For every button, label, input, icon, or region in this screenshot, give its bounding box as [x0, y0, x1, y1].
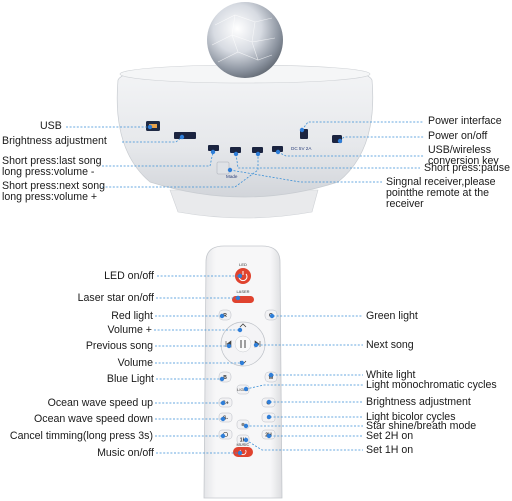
label-short-press-pause: Short press:pause	[424, 162, 510, 174]
label-prev-song-volume: Short press:last song long press:volume …	[2, 155, 102, 178]
laser-key-label: LASER	[236, 289, 249, 294]
label-next-song: Next song	[366, 339, 414, 351]
nav-wheel[interactable]	[220, 321, 266, 367]
led-power-button[interactable]	[235, 268, 251, 284]
projector-device: DC 5V 2A Made	[116, 2, 374, 219]
label-led-onoff: LED on/off	[104, 270, 154, 282]
brand-mark: Made	[226, 174, 238, 179]
key-s-minus-label: S-	[223, 416, 228, 422]
device-base	[169, 189, 319, 219]
pointer-dots	[147, 124, 343, 456]
usb-port-inner	[149, 124, 157, 128]
key-1h-label: 1H	[240, 438, 247, 444]
label-blue-light: Blue Light	[106, 373, 154, 385]
label-star-shine: Star shine/breath mode	[366, 420, 477, 432]
label-wave-speed-down: Ocean wave speed down	[34, 413, 153, 425]
label-set-2h: Set 2H on	[366, 430, 414, 442]
label-red-light: Red light	[111, 310, 153, 322]
label-white-light: White light	[366, 369, 416, 381]
label-mono-cycles: Light monochromatic cycles	[366, 379, 497, 391]
play-pause-center[interactable]	[234, 335, 252, 353]
device-bowl	[116, 69, 374, 198]
key-s-plus-label: S+	[222, 401, 228, 407]
star-icon	[241, 422, 245, 427]
button-pause[interactable]	[230, 147, 241, 153]
label-signal-receiver: Singnal receiver,please pointthe remote …	[386, 176, 496, 210]
dc-mark: DC 5V 2A	[291, 146, 312, 151]
music-key-label: MUSIC	[237, 442, 250, 447]
pause-icon	[240, 340, 246, 348]
label-laser-star: Laser star on/off	[77, 292, 154, 304]
label-power-interface: Power interface	[428, 115, 502, 127]
key-r-label: R	[223, 313, 227, 319]
label-brightness-adjust: Brightness adjustment	[2, 135, 107, 147]
brightness-slot[interactable]	[174, 132, 196, 139]
label-volume-plus: Volume +	[107, 324, 152, 336]
key-b-label: B	[223, 375, 227, 381]
label-next-song-volume: Short press:next song long press:volume …	[2, 180, 106, 203]
key-light-label: LIGHT	[237, 387, 249, 392]
volume-up-icon[interactable]	[239, 323, 247, 328]
label-green-light: Green light	[366, 310, 418, 322]
button-next-song[interactable]	[252, 147, 263, 153]
label-power-onoff: Power on/off	[428, 130, 488, 142]
led-key-label: LED	[239, 262, 247, 267]
label-wave-speed-up: Ocean wave speed up	[47, 397, 153, 409]
label-music-onoff: Music on/off	[97, 447, 154, 459]
button-prev-song[interactable]	[208, 145, 219, 151]
music-power-button[interactable]	[233, 447, 253, 457]
label-usb: USB	[40, 120, 62, 132]
crystal-globe	[207, 2, 283, 78]
pointer-lines	[66, 121, 424, 454]
label-volume: Volume	[117, 357, 153, 369]
button-usb-wireless[interactable]	[272, 146, 283, 152]
remote-control: LED LASER R G B W LIGHT S+ S- 2	[203, 245, 283, 499]
label-previous-song: Previous song	[85, 340, 153, 352]
signal-receiver	[216, 161, 230, 175]
label-cancel-timing: Cancel timming(long press 3s)	[9, 430, 153, 442]
laser-button[interactable]	[232, 296, 254, 303]
key-w-label: W	[269, 375, 274, 381]
label-usb-wireless: USB/wireless conversion key	[428, 144, 499, 167]
key-s-minus[interactable]: S-	[218, 412, 233, 423]
crystal-facets	[211, 14, 276, 63]
label-set-1h: Set 1H on	[366, 444, 414, 456]
label-remote-brightness: Brightness adjustment	[366, 396, 471, 408]
key-cancel-timer[interactable]	[218, 429, 233, 440]
label-bicolor-cycles: Light bicolor cycles	[366, 411, 456, 423]
